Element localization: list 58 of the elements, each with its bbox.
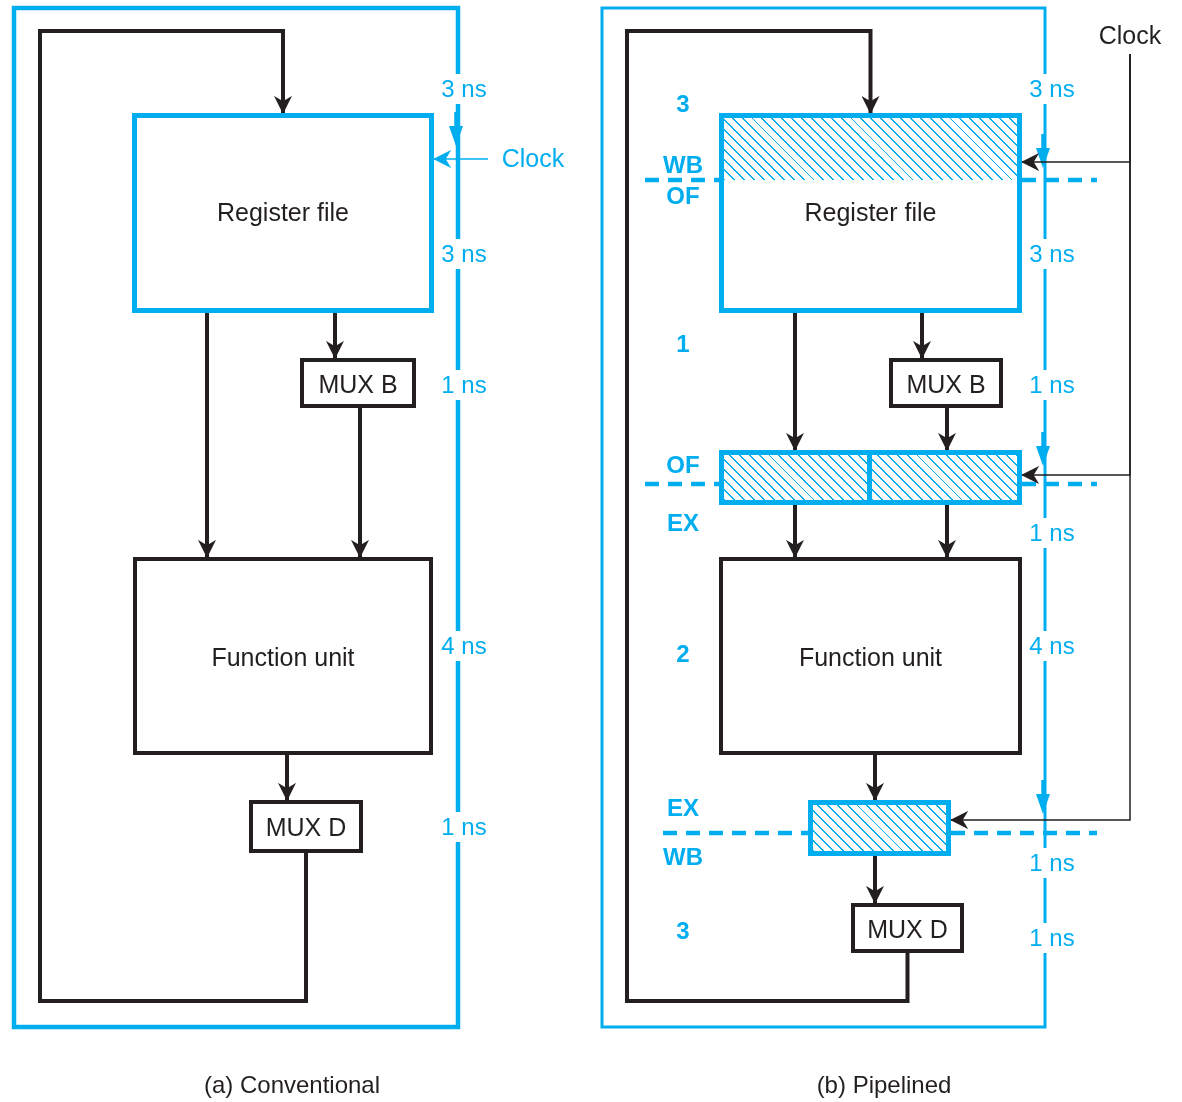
- arrow: [351, 408, 369, 558]
- arrow: [278, 755, 296, 801]
- box-label: Function unit: [211, 645, 355, 673]
- delay-label: 4 ns: [441, 631, 487, 661]
- box-label: MUX B: [906, 372, 986, 400]
- box-label: MUX D: [867, 917, 948, 945]
- delay-label: 1 ns: [1029, 518, 1075, 548]
- box-label: Register file: [217, 200, 349, 228]
- arrow: [938, 505, 956, 558]
- delay-label: 1 ns: [1029, 370, 1075, 400]
- caption: (b) Pipelined: [816, 1073, 952, 1097]
- arrow: [326, 313, 344, 359]
- stage-label: WB: [663, 153, 703, 177]
- delay-label: 1 ns: [441, 812, 487, 842]
- delay-label: 3 ns: [441, 74, 487, 104]
- delay-label: 3 ns: [1029, 74, 1075, 104]
- function-unit-box: [133, 557, 433, 755]
- stage-label: 2: [676, 642, 690, 666]
- delay-label: 3 ns: [441, 239, 487, 269]
- box-label: Function unit: [798, 645, 943, 673]
- clock-arrow: [950, 53, 1131, 829]
- arrow: [913, 313, 931, 359]
- mux-box: [300, 358, 416, 408]
- delay-label: 4 ns: [1029, 631, 1075, 661]
- caption: (a) Conventional: [203, 1073, 381, 1097]
- register-file-box: [719, 113, 1022, 313]
- arrow: [866, 856, 884, 904]
- arrow: [866, 755, 884, 801]
- clock-text: Clock: [1098, 23, 1162, 51]
- arrow: [198, 313, 216, 558]
- stage-label: EX: [667, 511, 699, 535]
- pipeline-register-box: [808, 800, 951, 856]
- register-file-box: [132, 113, 434, 313]
- arrow: [786, 505, 804, 558]
- mux-box: [889, 358, 1003, 408]
- delay-label: 1 ns: [1029, 923, 1075, 953]
- delay-label: 1 ns: [441, 370, 487, 400]
- stage-label: WB: [663, 845, 703, 869]
- stage-label: 3: [676, 92, 690, 116]
- stage-label: OF: [666, 184, 700, 208]
- box-label: Register file: [804, 200, 937, 228]
- stage-label: EX: [667, 796, 699, 820]
- box-label: MUX B: [318, 372, 398, 400]
- stage-label: OF: [666, 453, 700, 477]
- arrow: [625, 29, 910, 1003]
- clock-text: Clock: [501, 146, 565, 174]
- delay-label: 3 ns: [1029, 239, 1075, 269]
- function-unit-box: [719, 557, 1022, 755]
- mux-box: [249, 800, 363, 853]
- arrow: [786, 313, 804, 451]
- box-label: MUX D: [265, 815, 347, 843]
- delay-label: 1 ns: [1029, 848, 1075, 878]
- clock-arrow: [433, 150, 489, 168]
- mux-box: [851, 903, 964, 953]
- stage-label: 1: [676, 332, 690, 356]
- stage-label: 3: [676, 919, 690, 943]
- arrow: [938, 408, 956, 451]
- arrow: [38, 29, 308, 1003]
